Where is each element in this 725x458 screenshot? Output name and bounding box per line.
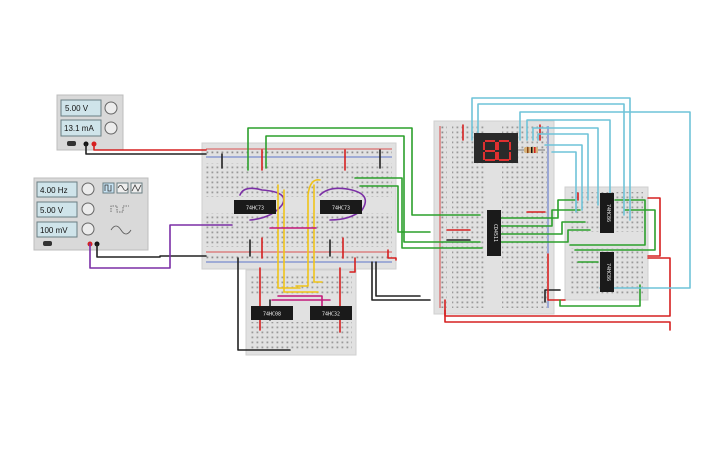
chip-label: 74HC86: [605, 204, 611, 222]
chip-74hc73-1[interactable]: 74HC73: [234, 200, 276, 214]
sine-preview-icon: [110, 225, 132, 235]
amplitude-readout: 5.00 V: [40, 206, 64, 215]
chip-label: 74HC73: [332, 206, 350, 212]
chip-label: 74HC08: [263, 312, 281, 318]
voltage-knob[interactable]: [104, 101, 118, 115]
frequency-readout: 4.00 Hz: [40, 186, 68, 195]
square-wave-icon: [104, 184, 112, 192]
chip-74hc86-1[interactable]: 74HC86: [600, 193, 614, 233]
power-supply-current-readout: 13.1 mA: [64, 124, 94, 133]
current-knob[interactable]: [104, 121, 118, 135]
power-switch[interactable]: [67, 141, 76, 146]
triangle-wave-icon: [131, 184, 142, 192]
chip-label: CD4511: [492, 224, 498, 242]
square-wave-button[interactable]: [102, 182, 115, 194]
sine-wave-icon: [117, 185, 129, 191]
chip-label: 74HC86: [605, 263, 611, 281]
chip-74hc32[interactable]: 74HC32: [310, 306, 352, 320]
chip-74hc08[interactable]: 74HC08: [251, 306, 293, 320]
generator-power-switch[interactable]: [43, 241, 52, 246]
breadboard-left-top: [201, 142, 397, 270]
chip-label: 74HC73: [246, 206, 264, 212]
power-supply-voltage-readout: 5.00 V: [65, 104, 89, 113]
frequency-knob[interactable]: [81, 182, 95, 196]
offset-readout: 100 mV: [40, 226, 68, 235]
wires: [85, 97, 691, 351]
chip-label: 74HC32: [322, 312, 340, 318]
amplitude-knob[interactable]: [81, 202, 95, 216]
display-segments-icon: [497, 140, 511, 161]
offset-knob[interactable]: [81, 222, 95, 236]
function-generator[interactable]: 4.00 Hz 5.00 V 100 mV: [33, 177, 149, 251]
display-segments-icon: [483, 140, 497, 161]
power-supply[interactable]: 5.00 V 13.1 mA: [56, 94, 124, 151]
sine-wave-button[interactable]: [116, 182, 129, 194]
square-preview-icon: [110, 205, 129, 213]
chip-cd4511[interactable]: CD4511: [487, 210, 501, 256]
chip-74hc73-2[interactable]: 74HC73: [320, 200, 362, 214]
resistor[interactable]: [518, 147, 545, 153]
chip-74hc86-2[interactable]: 74HC86: [600, 252, 614, 292]
seven-segment-display[interactable]: [474, 133, 518, 163]
